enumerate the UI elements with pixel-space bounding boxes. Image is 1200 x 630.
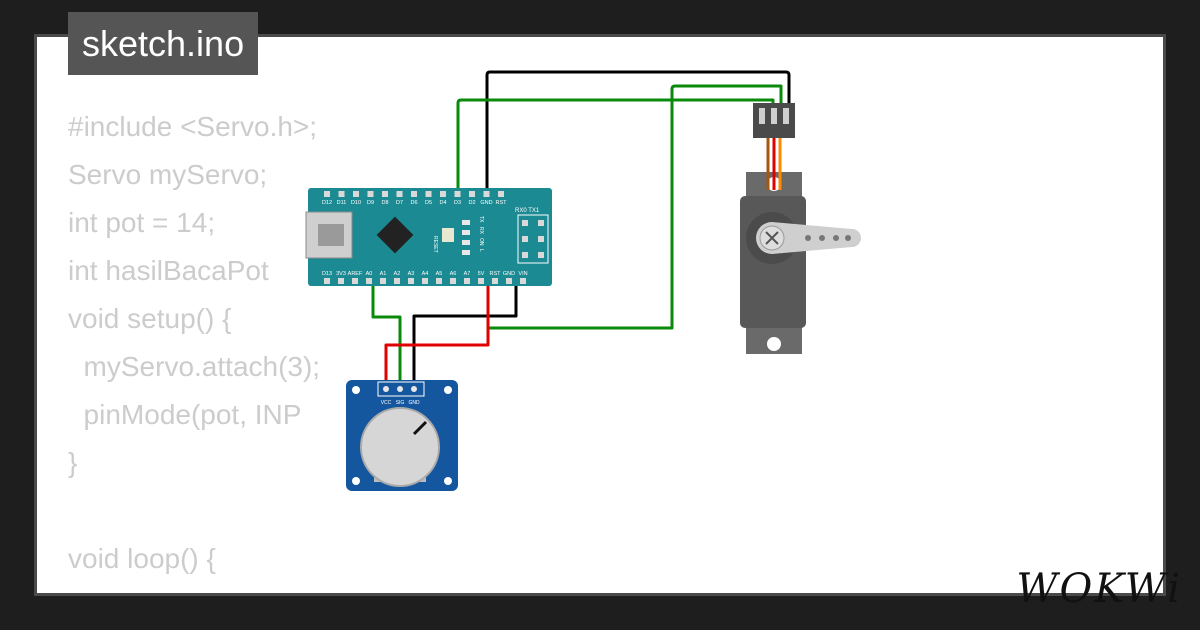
nano-pin[interactable]	[352, 278, 358, 284]
code-preview: #include <Servo.h>; Servo myServo; int pot…	[68, 103, 496, 593]
wire-gnd-servo	[485, 70, 791, 192]
nano-pin[interactable]	[422, 278, 428, 284]
nano-pin[interactable]	[396, 191, 403, 197]
nano-pin-label: RST	[490, 271, 502, 277]
wire-5v-servo	[486, 84, 783, 330]
code-line: }	[68, 447, 78, 478]
nano-pin-label: D10	[351, 200, 361, 206]
nano-pin-label: A7	[464, 271, 471, 277]
nano-pin-label: D12	[322, 200, 332, 206]
nano-pin[interactable]	[353, 191, 359, 197]
nano-pin[interactable]	[408, 278, 414, 284]
nano-pin-label: D13	[322, 271, 332, 277]
nano-pin-label: D11	[337, 200, 347, 206]
nano-pin[interactable]	[506, 278, 512, 284]
nano-pin[interactable]	[366, 278, 372, 284]
serial-label: RX0 TX1	[515, 208, 540, 214]
nano-pin[interactable]	[520, 278, 526, 284]
reset-label: RESET	[432, 236, 438, 253]
nano-pin[interactable]	[498, 191, 504, 197]
nano-pin[interactable]	[338, 191, 345, 197]
nano-pin-label: AREF	[348, 271, 363, 277]
nano-led-label: RX	[478, 227, 484, 235]
nano-pin[interactable]	[478, 278, 484, 284]
pot-knob-indicator[interactable]	[412, 420, 428, 436]
nano-pin[interactable]	[454, 191, 461, 197]
nano-pin-label: A2	[394, 271, 401, 277]
nano-pin-label: GND	[503, 271, 515, 277]
nano-pin-label: D8	[381, 200, 388, 206]
nano-pin[interactable]	[324, 191, 330, 197]
nano-pin-label: A0	[366, 271, 373, 277]
nano-pin-label: 3V3	[336, 271, 346, 277]
code-line: pinMode(pot, INP	[68, 399, 302, 430]
nano-pin[interactable]	[338, 278, 344, 284]
nano-pin[interactable]	[411, 191, 417, 197]
nano-pin[interactable]	[394, 278, 400, 284]
nano-pin-label: D2	[468, 200, 475, 206]
potentiometer: VCC SIG GND	[346, 380, 458, 491]
nano-pin[interactable]	[440, 191, 446, 197]
nano-pin[interactable]	[492, 278, 498, 284]
code-line: int pot = 14;	[68, 207, 216, 238]
nano-pin-label: D9	[367, 200, 374, 206]
nano-pin-label: D5	[425, 200, 432, 206]
nano-pin[interactable]	[436, 278, 442, 284]
servo-motor	[740, 103, 861, 354]
code-line: myServo.attach(3);	[68, 351, 321, 382]
nano-led-label: L	[478, 249, 484, 252]
code-line: hasilBacaPot = analogRead(pot);	[68, 583, 496, 593]
wire-d3-servo	[456, 98, 775, 192]
nano-pin-label: D4	[439, 200, 446, 206]
nano-led-label: TX	[478, 216, 484, 223]
nano-top-pin-row: D12 D11 D10 D9 D8 D7 D6 D5 D4 D3 D2 GND RST	[322, 191, 507, 206]
nano-pin-label: D7	[396, 200, 403, 206]
nano-pin[interactable]	[324, 278, 330, 284]
nano-pin[interactable]	[380, 278, 386, 284]
nano-pin-label: VIN	[518, 271, 527, 277]
nano-pin[interactable]	[450, 278, 456, 284]
nano-pin-label: A5	[436, 271, 443, 277]
wokwi-logo: WOKWi	[1016, 566, 1182, 612]
nano-pin-label: D3	[454, 200, 461, 206]
nano-pin[interactable]	[469, 191, 475, 197]
nano-pin-label: A6	[450, 271, 457, 277]
nano-pin[interactable]	[425, 191, 432, 197]
nano-led-label: ON	[478, 238, 484, 246]
pot-pin-label: GND	[408, 400, 420, 406]
nano-pin-label: 5V	[478, 271, 485, 277]
nano-pin[interactable]	[483, 191, 490, 197]
diagram-card: #include <Servo.h>; Servo myServo; int pot…	[34, 34, 1166, 596]
nano-pin-label: D6	[410, 200, 417, 206]
nano-pin-label: RST	[496, 200, 508, 206]
nano-pin-label: A3	[408, 271, 415, 277]
code-line: void setup() {	[68, 303, 232, 334]
nano-pin-label: A4	[422, 271, 429, 277]
pot-pin-label: VCC	[381, 400, 392, 406]
wire-gnd-pot	[412, 282, 518, 386]
file-tab[interactable]: sketch.ino	[68, 12, 259, 75]
nano-pin[interactable]	[367, 191, 374, 197]
code-line: int hasilBacaPot	[68, 255, 269, 286]
nano-pin[interactable]	[382, 191, 388, 197]
code-line: Servo myServo;	[68, 159, 268, 190]
code-line: #include <Servo.h>;	[68, 111, 318, 142]
pot-pin-label: SIG	[396, 400, 405, 406]
nano-pin[interactable]	[464, 278, 470, 284]
wire-5v-pot	[384, 282, 490, 386]
code-line: void loop() {	[68, 543, 216, 574]
nano-pin-label: GND	[480, 200, 492, 206]
wire-a0-pot	[371, 282, 402, 386]
nano-pin-label: A1	[380, 271, 387, 277]
